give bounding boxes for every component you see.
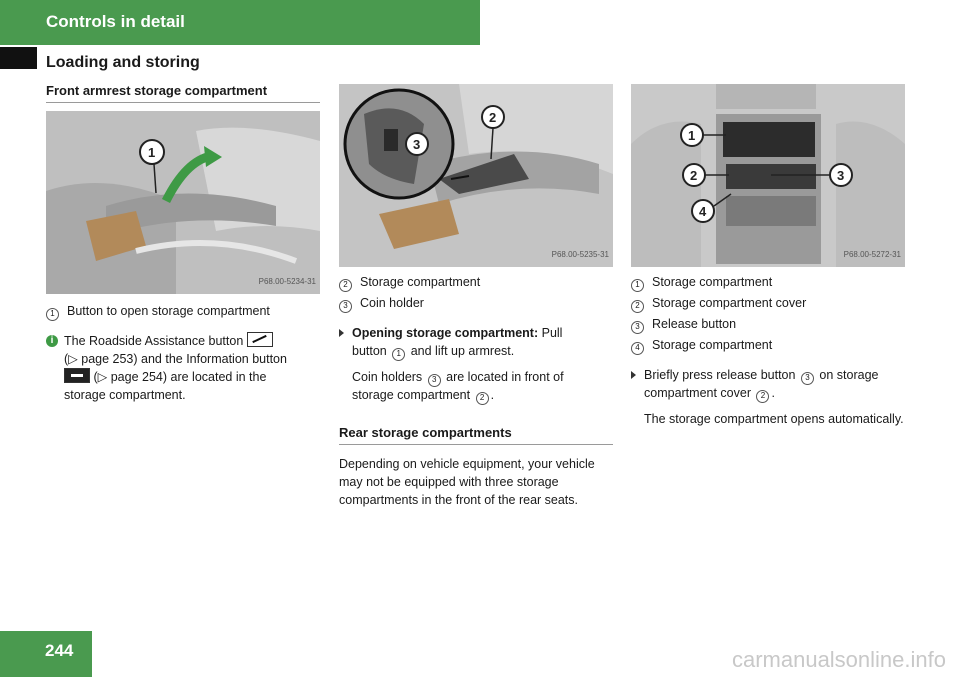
step-line: button (352, 344, 387, 358)
photo-id: P68.00-5234-31 (258, 277, 316, 286)
section-marker (0, 47, 37, 69)
instruction-step: Briefly press release button 3 on storag… (631, 366, 905, 403)
legend-list: 1 Storage compartment 2 Storage compartm… (631, 273, 905, 355)
legend-list: 2 Storage compartment 3 Coin holder (339, 273, 613, 313)
step-line: compartment cover (644, 386, 751, 400)
front-armrest-heading: Front armrest storage compartment (46, 82, 320, 103)
info-line: (▷ page 253) and the Information button (64, 352, 287, 366)
note-line: are located in front of (442, 370, 564, 384)
note-line: Coin holders (352, 370, 423, 384)
callout-number: 3 (800, 371, 814, 385)
legend-item: 2 Storage compartment (339, 273, 613, 292)
callout-number: 1 (631, 278, 644, 292)
column-coin-holder: 3 2 P68.00-5235-31 2 Storage compartment… (339, 82, 613, 509)
legend-item: 3 Release button (631, 315, 905, 334)
chapter-title: Controls in detail (46, 12, 185, 31)
legend-item: 2 Storage compartment cover (631, 294, 905, 313)
legend-item: 4 Storage compartment (631, 336, 905, 355)
page-number: 244 (45, 641, 74, 660)
note-line: . (490, 388, 495, 402)
callout-number: 3 (631, 320, 644, 334)
info-line: storage compartment. (64, 388, 186, 402)
chapter-tab: Controls in detail (0, 0, 480, 45)
information-button-icon (64, 368, 90, 383)
callout-number: 2 (339, 278, 352, 292)
front-armrest-photo: 1 P68.00-5234-31 (46, 111, 320, 294)
callout-number: 2 (631, 299, 644, 313)
step-line: . (771, 386, 775, 400)
svg-text:3: 3 (413, 137, 420, 152)
rear-storage-paragraph: Depending on vehicle equipment, your veh… (339, 457, 595, 507)
legend-item: 3 Coin holder (339, 294, 613, 313)
callout-number: 4 (631, 341, 644, 355)
column-front-armrest: Front armrest storage compartment 1 P68.… (46, 82, 320, 404)
step-note: Coin holders 3 are located in front of s… (339, 368, 613, 405)
legend-text: Button to open storage compartment (67, 304, 270, 318)
callout-number: 1 (392, 347, 406, 361)
svg-text:4: 4 (699, 204, 707, 219)
callout-number: 1 (46, 307, 59, 321)
legend-text: Storage compartment (360, 275, 481, 289)
step-line: on storage (815, 368, 879, 382)
step-text: Opening storage compartment: Pull button… (352, 324, 563, 361)
svg-text:1: 1 (688, 128, 695, 143)
svg-text:1: 1 (148, 145, 155, 160)
instruction-step: Opening storage compartment: Pull button… (339, 324, 613, 361)
roadside-assistance-button-icon (246, 332, 273, 347)
photo-id: P68.00-5235-31 (551, 250, 609, 259)
rear-storage-photo: 1 2 3 4 P68.00-5272-31 (631, 84, 905, 267)
legend-list: 1 Button to open storage compartment (46, 302, 320, 321)
legend-item: 1 Button to open storage compartment (46, 302, 320, 321)
legend-text: Storage compartment (652, 275, 773, 289)
callout-number: 2 (475, 391, 489, 405)
section-title: Loading and storing (46, 54, 200, 71)
step-arrow-icon (631, 371, 636, 379)
step-label: Opening storage compartment: (352, 326, 539, 340)
step-line: Pull (538, 326, 563, 340)
svg-text:2: 2 (690, 168, 697, 183)
column-rear-storage: 1 2 3 4 P68.00-5272-31 1 Storage compart… (631, 82, 905, 428)
watermark: carmanualsonline.info (731, 647, 946, 672)
coin-holder-photo: 3 2 P68.00-5235-31 (339, 84, 613, 267)
svg-text:2: 2 (489, 110, 496, 125)
legend-item: 1 Storage compartment (631, 273, 905, 292)
legend-text: Storage compartment (652, 338, 773, 352)
page-number-box: 244 (0, 631, 92, 677)
info-text: The Roadside Assistance button (▷ page 2… (64, 332, 287, 404)
step-line: and lift up armrest. (407, 344, 515, 358)
info-note: i The Roadside Assistance button (▷ page… (46, 332, 320, 404)
step-text: Briefly press release button 3 on storag… (644, 366, 879, 403)
info-line: The Roadside Assistance button (64, 334, 244, 348)
photo-id: P68.00-5272-31 (843, 250, 901, 259)
legend-text: Release button (652, 317, 737, 331)
step-line: Briefly press release button (644, 368, 796, 382)
rear-storage-heading: Rear storage compartments (339, 424, 613, 445)
legend-text: Coin holder (360, 296, 424, 310)
svg-text:3: 3 (837, 168, 844, 183)
info-line: (▷ page 254) are located in the (93, 370, 267, 384)
callout-number: 2 (756, 389, 770, 403)
callout-number: 3 (339, 299, 352, 313)
step-arrow-icon (339, 329, 344, 337)
note-line: storage compartment (352, 388, 471, 402)
info-icon: i (46, 335, 58, 347)
step-note: The storage compartment opens automatica… (644, 412, 904, 426)
legend-text: Storage compartment cover (652, 296, 807, 310)
callout-number: 3 (427, 373, 441, 387)
